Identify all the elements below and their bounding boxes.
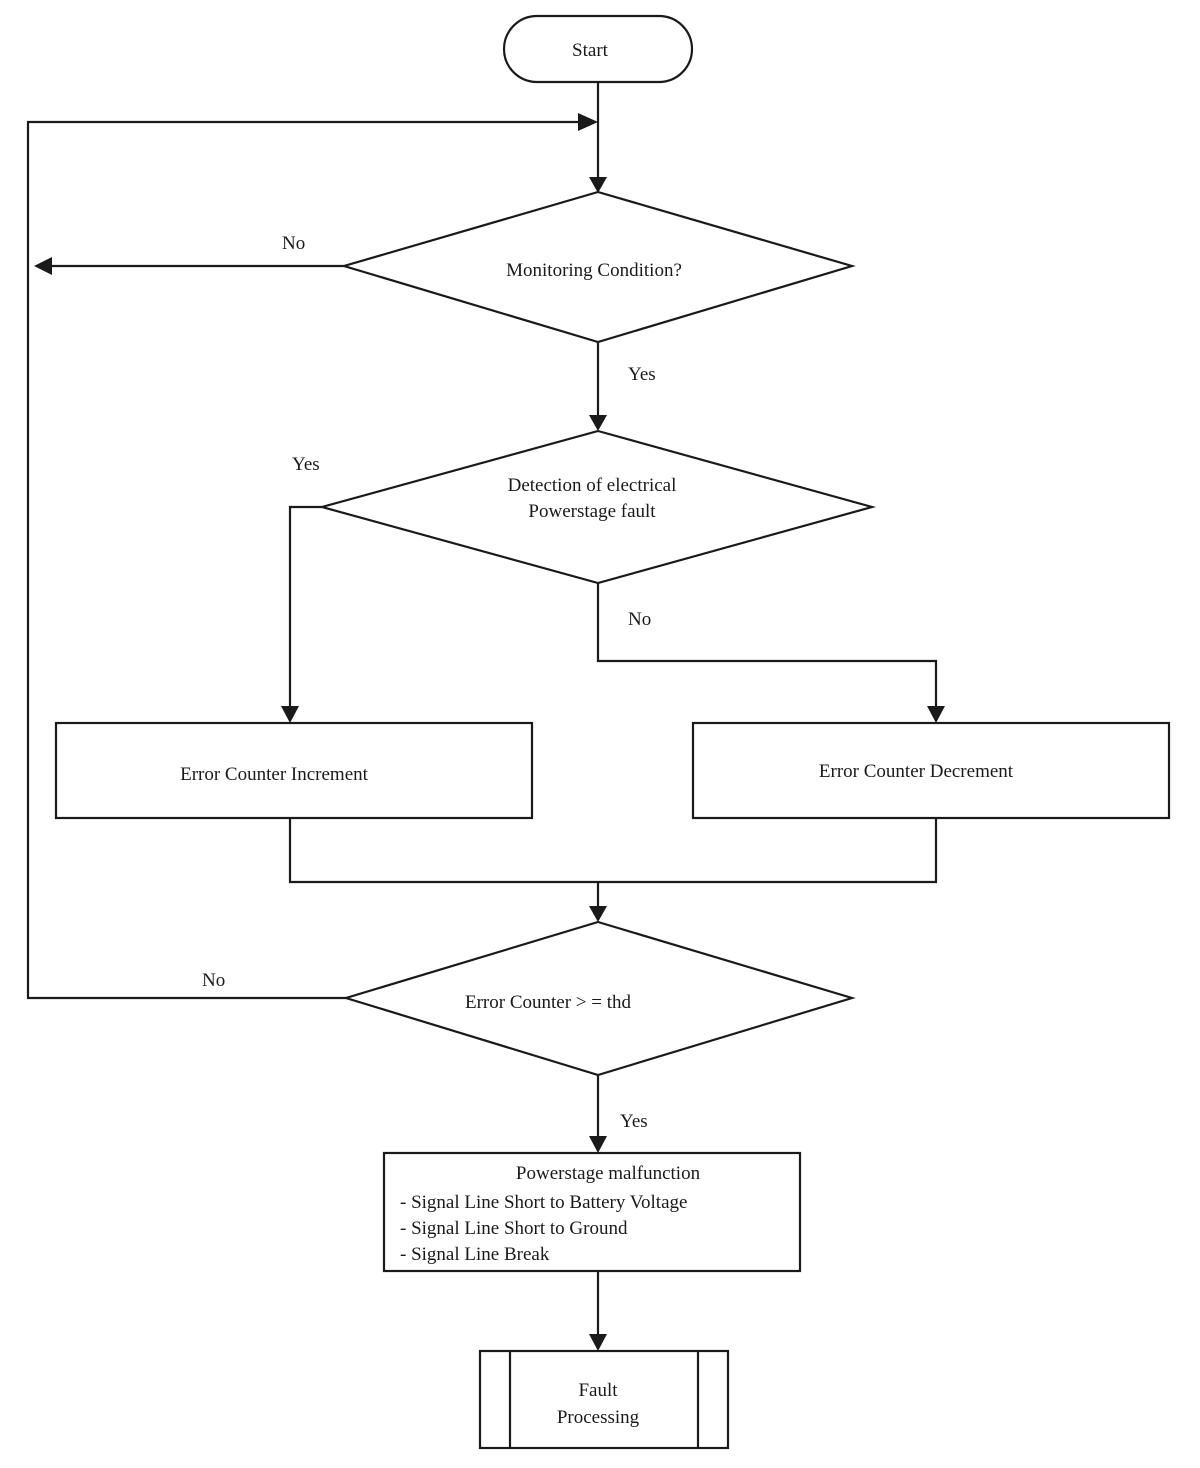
threshold-decision (342, 920, 856, 1077)
threshold-no-label: No (202, 970, 225, 991)
arrowhead-decrement-in (927, 706, 945, 723)
arrowhead-loop-back (578, 113, 598, 131)
detection-no-label: No (628, 609, 651, 630)
monitoring-decision (340, 190, 856, 344)
monitoring-no-label: No (282, 233, 305, 254)
arrowhead-malfunction-in (589, 1136, 607, 1153)
malfunction-title: Powerstage malfunction (516, 1163, 701, 1184)
arrowhead-detection-in (589, 415, 607, 431)
fault-predefined-process (478, 1349, 730, 1450)
edge-detection-yes (288, 505, 322, 710)
increment-process (54, 721, 534, 820)
arrowhead-monitoring-no (34, 257, 52, 275)
increment-label: Error Counter Increment (180, 764, 369, 785)
arrowhead-threshold-in (589, 906, 607, 922)
monitoring-yes-label: Yes (628, 364, 656, 385)
fault-label-line1: Fault (578, 1380, 618, 1401)
threshold-yes-label: Yes (620, 1111, 648, 1132)
edge-increment-merge (288, 818, 938, 884)
malfunction-item-3: - Signal Line Break (400, 1244, 550, 1265)
decrement-process (691, 721, 1171, 820)
malfunction-process (382, 1151, 802, 1273)
malfunction-item-2: - Signal Line Short to Ground (400, 1218, 628, 1239)
start-label: Start (572, 40, 609, 61)
arrowhead-increment-in (281, 706, 299, 723)
threshold-label: Error Counter > = thd (465, 992, 632, 1013)
detection-yes-label: Yes (292, 454, 320, 475)
arrowhead-fault-in (589, 1334, 607, 1351)
start-terminator (502, 14, 694, 84)
arrowhead-monitoring-in (589, 177, 607, 193)
malfunction-item-1: - Signal Line Short to Battery Voltage (400, 1192, 687, 1213)
monitoring-label: Monitoring Condition? (506, 260, 682, 281)
edge-detection-no (596, 583, 938, 710)
fault-label-line2: Processing (557, 1407, 640, 1428)
edge-loop-back (26, 120, 582, 1000)
decrement-label: Error Counter Decrement (819, 761, 1014, 782)
detection-decision (317, 429, 877, 585)
detection-label-line1: Detection of electrical (508, 475, 677, 496)
detection-label-line2: Powerstage fault (528, 501, 656, 522)
